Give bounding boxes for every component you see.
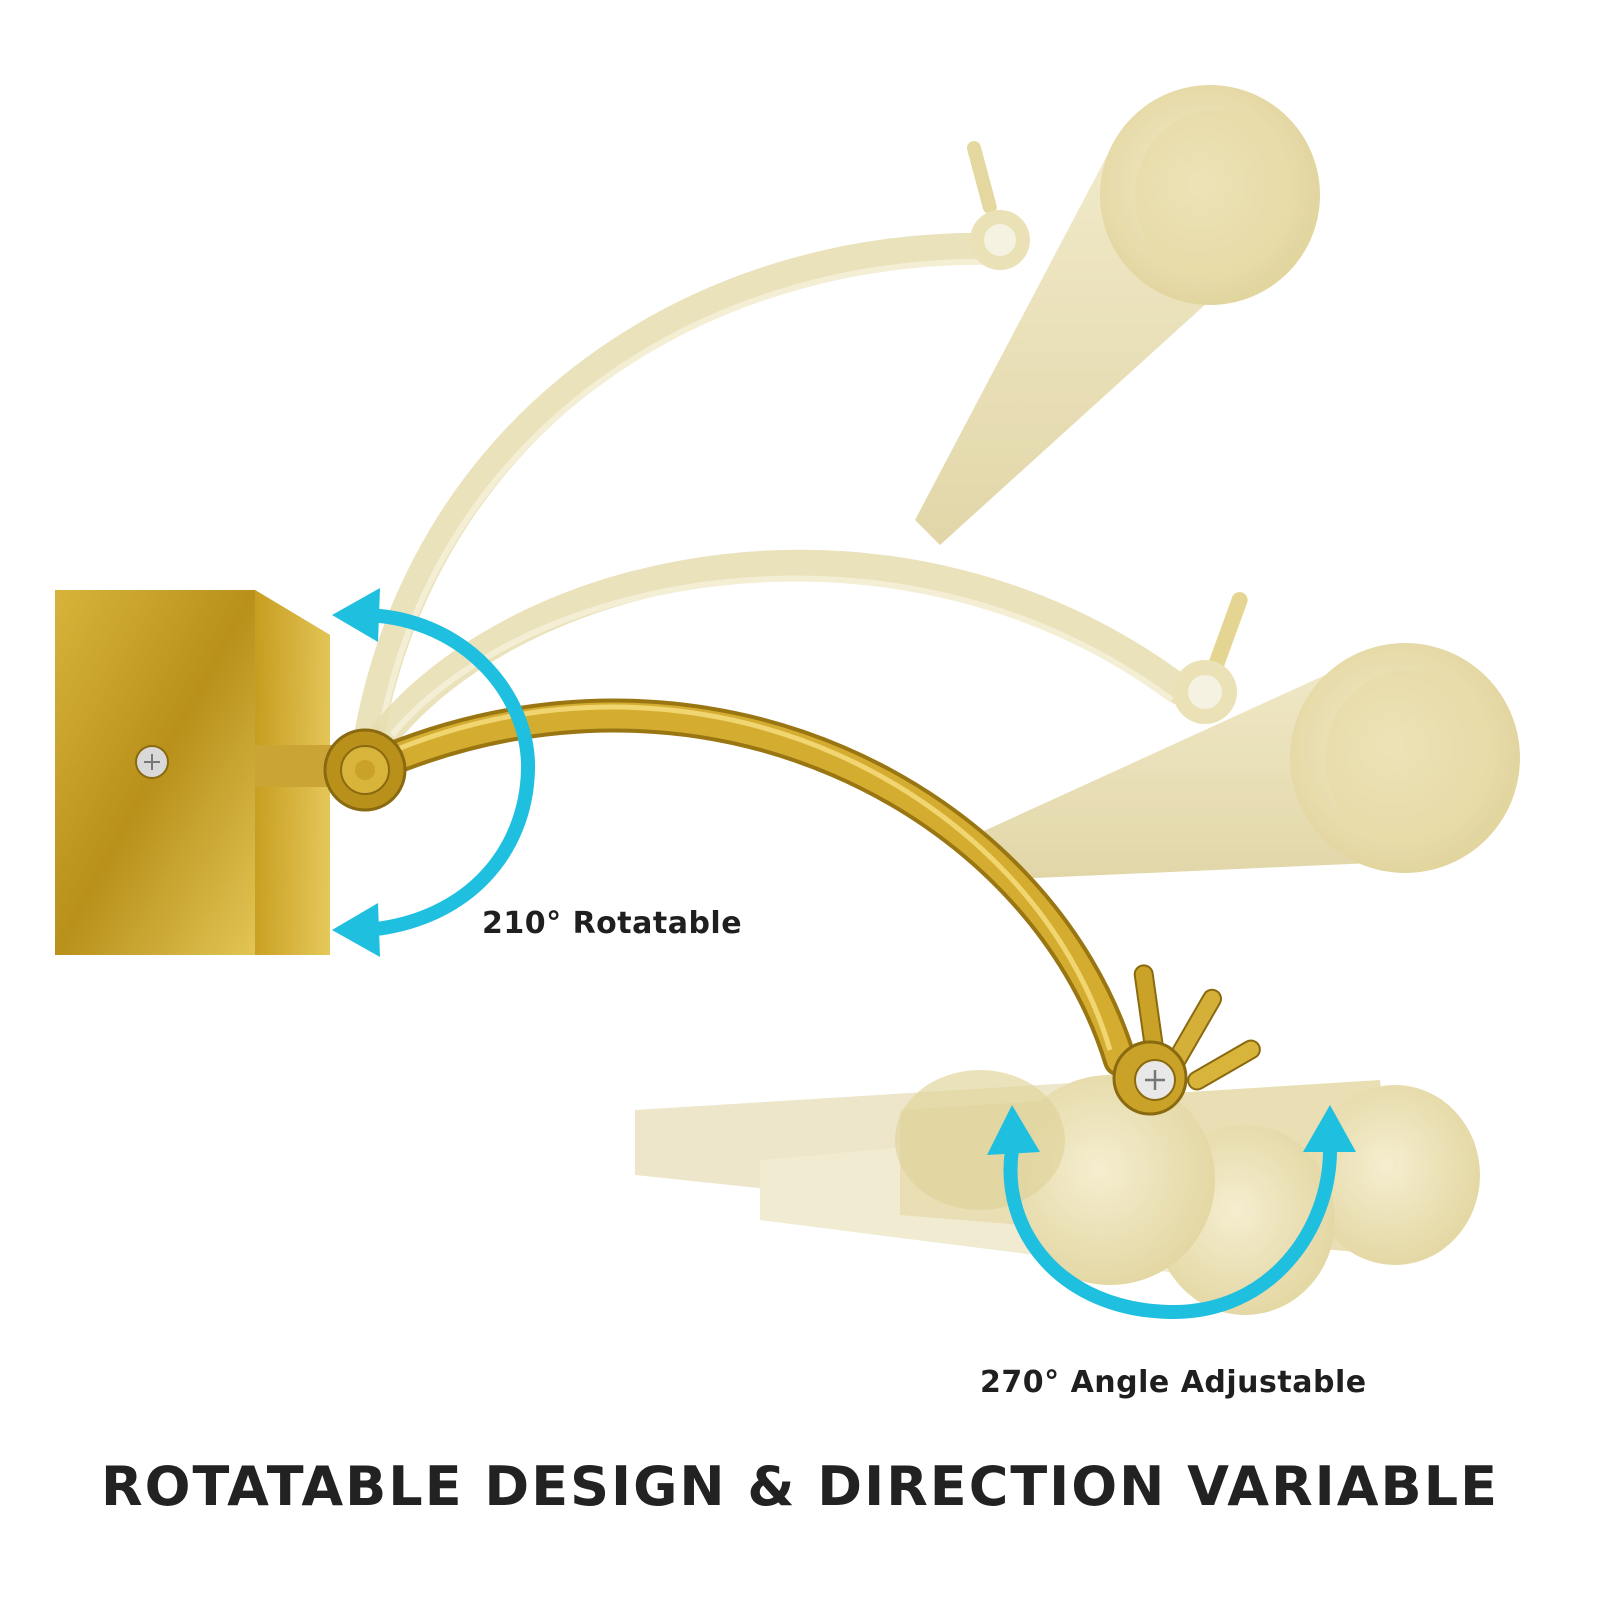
main-gold-arm — [323, 698, 1137, 1077]
rotatable-label: 210° Rotatable — [482, 906, 743, 941]
headline: ROTATABLE DESIGN & DIRECTION VARIABLE — [100, 1455, 1499, 1518]
phillips-screw-icon — [1134, 1059, 1176, 1101]
ghost-lamp-middle — [365, 549, 1520, 880]
ghost-lamp-heads-bottom — [635, 1070, 1480, 1315]
wall-mount-box — [55, 590, 335, 955]
angle-adjustable-label: 270° Angle Adjustable — [980, 1365, 1367, 1400]
phillips-screw-icon — [135, 745, 169, 779]
ghost-lamp-upper — [355, 85, 1320, 745]
wing-nut — [1112, 964, 1261, 1116]
curved-double-arrow-icon — [987, 1105, 1356, 1320]
curved-double-arrow-icon — [332, 588, 536, 957]
